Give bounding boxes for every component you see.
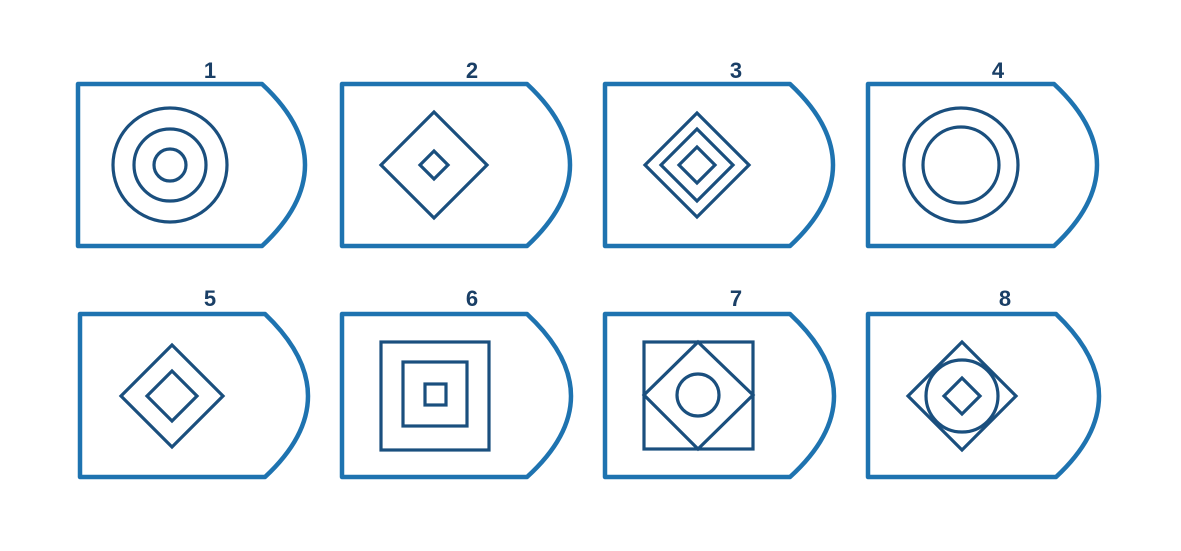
badge-2-outer-diamond — [378, 109, 490, 221]
badge-8-outer-diamond — [905, 339, 1019, 453]
badge-7: 7 — [602, 286, 837, 480]
badge-3-inner-diamond — [676, 144, 718, 186]
badge-1: 1 — [75, 58, 308, 249]
badge-2: 2 — [339, 58, 573, 249]
badge-6-outline — [339, 311, 574, 480]
badge-5-outer-diamond — [118, 342, 226, 450]
badge-4-number: 4 — [992, 58, 1005, 83]
badge-6: 6 — [339, 286, 574, 480]
badge-8-outline — [865, 311, 1102, 480]
badge-8-inner-diamond — [941, 375, 983, 417]
badge-8: 8 — [865, 286, 1102, 480]
badge-2-outline — [339, 81, 573, 249]
badge-1-middle-circle — [132, 127, 208, 203]
badge-3-outer-diamond — [642, 110, 752, 220]
badge-6-number: 6 — [466, 286, 478, 311]
badge-1-outline — [75, 81, 308, 249]
badge-5: 5 — [77, 286, 311, 480]
badge-8-circle — [924, 358, 1000, 434]
badge-3-middle-diamond — [658, 126, 736, 204]
badge-8-number: 8 — [999, 286, 1011, 311]
badge-6-inner-square — [423, 382, 448, 407]
badge-4: 4 — [865, 58, 1100, 249]
badge-4-outer-circle — [902, 106, 1020, 224]
badge-4-inner-circle — [921, 125, 1001, 205]
badge-6-middle-square — [401, 360, 469, 428]
badge-2-number: 2 — [466, 58, 478, 83]
badge-1-outer-circle — [111, 106, 229, 224]
badge-5-outline — [77, 311, 311, 480]
badge-3-outline — [602, 81, 836, 249]
badge-7-circle — [675, 372, 721, 418]
badge-3: 3 — [602, 58, 836, 249]
badge-6-outer-square — [379, 340, 491, 452]
badge-3-number: 3 — [730, 58, 742, 83]
badge-5-inner-diamond — [144, 368, 200, 424]
badge-2-inner-diamond — [417, 148, 451, 182]
badge-5-number: 5 — [204, 286, 216, 311]
badge-1-inner-circle — [152, 147, 188, 183]
badge-7-diamond — [641, 339, 756, 452]
badge-1-number: 1 — [204, 58, 216, 83]
badge-4-outline — [865, 81, 1100, 249]
badge-7-number: 7 — [730, 286, 742, 311]
